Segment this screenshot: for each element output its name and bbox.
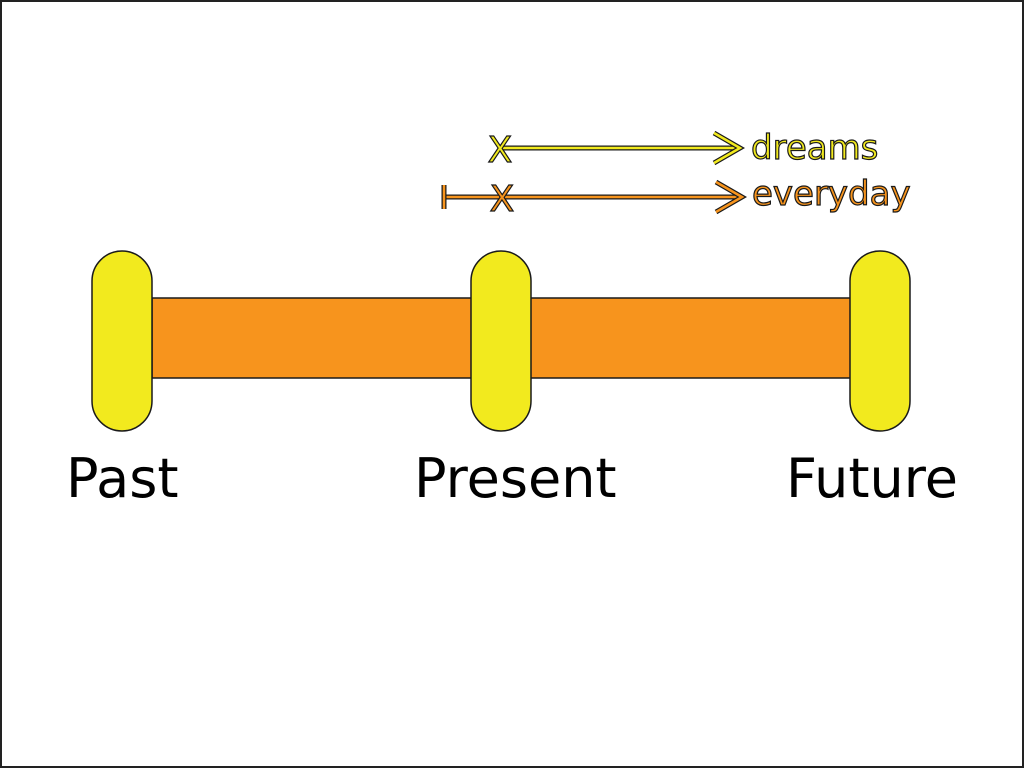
dreams-arrow [502,130,746,166]
everyday-start-glyph: X [490,179,515,220]
everyday-label: everyday [752,174,911,214]
node-future [849,250,911,432]
label-present: Present [414,447,617,510]
node-past [91,250,153,432]
everyday-arrow [441,179,748,215]
dreams-start-glyph: X [488,130,513,171]
dreams-label: dreams [751,128,878,168]
label-future: Future [786,447,958,510]
node-present [470,250,532,432]
label-past: Past [66,447,179,510]
bar-past-present [151,297,479,379]
bar-present-future [529,297,859,379]
